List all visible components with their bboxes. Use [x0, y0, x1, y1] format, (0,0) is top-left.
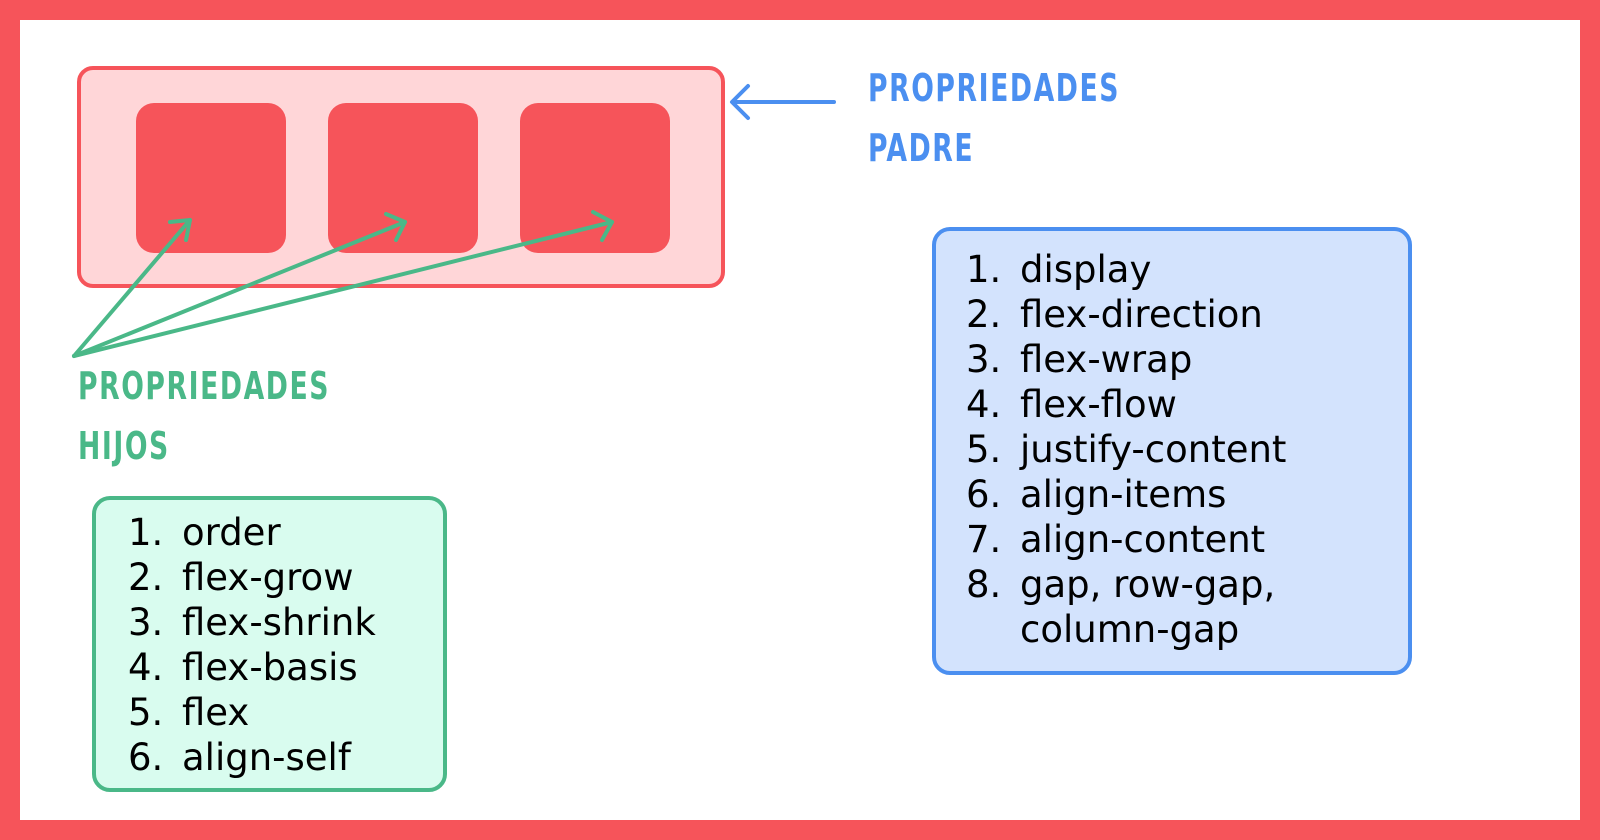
flex-child-box-3	[520, 103, 670, 253]
hijos-label-line2: HIJOS	[78, 424, 170, 468]
list-item-text: align-items	[1020, 473, 1227, 516]
list-item-text: flex-basis	[182, 646, 358, 689]
list-item: 4. flex-basis	[128, 645, 443, 690]
list-item-text: flex-direction	[1020, 293, 1263, 336]
list-item: 3. flex-wrap	[966, 337, 1408, 382]
list-item: 4. flex-flow	[966, 382, 1408, 427]
hijos-label-line1: PROPRIEDADES	[78, 364, 331, 408]
list-item: 6. align-items	[966, 472, 1408, 517]
list-item-number: 3.	[966, 338, 1002, 381]
list-item: 2. flex-grow	[128, 555, 443, 600]
list-item-number: 5.	[128, 691, 164, 734]
list-item: 7. align-content	[966, 517, 1408, 562]
list-item-number: 4.	[128, 646, 164, 689]
list-item-text: align-self	[182, 736, 351, 779]
list-item: 8. gap, row-gap, column-gap	[966, 562, 1408, 652]
list-item-number: 4.	[966, 383, 1002, 426]
list-item-text: display	[1020, 248, 1152, 291]
list-item: 2. flex-direction	[966, 292, 1408, 337]
hijos-properties-list: 1. order 2. flex-grow 3. flex-shrink 4. flex…	[92, 496, 447, 792]
list-item-number: 2.	[966, 293, 1002, 336]
list-item-number: 5.	[966, 428, 1002, 471]
list-item-text: flex	[182, 691, 250, 734]
list-item-number: 8.	[966, 563, 1002, 606]
padre-label-line1: PROPRIEDADES	[868, 66, 1121, 110]
padre-properties-label: PROPRIEDADES PADRE	[868, 58, 1120, 178]
list-item-text: flex-wrap	[1020, 338, 1193, 381]
list-item-number: 6.	[966, 473, 1002, 516]
hijos-properties-label: PROPRIEDADES HIJOS	[78, 356, 330, 476]
list-item-number: 7.	[966, 518, 1002, 561]
list-item-number: 6.	[128, 736, 164, 779]
list-item: 1. display	[966, 247, 1408, 292]
list-item-text: order	[182, 511, 281, 554]
list-item-text: justify-content	[1020, 428, 1287, 471]
flex-child-box-2	[328, 103, 478, 253]
list-item-text: gap, row-gap, column-gap	[1020, 563, 1276, 651]
list-item-text: flex-grow	[182, 556, 354, 599]
list-item: 5. justify-content	[966, 427, 1408, 472]
list-item: 6. align-self	[128, 735, 443, 780]
padre-properties-list: 1. display 2. flex-direction 3. flex-wrap 4…	[932, 227, 1412, 675]
list-item-text: align-content	[1020, 518, 1266, 561]
list-item-number: 3.	[128, 601, 164, 644]
list-item: 3. flex-shrink	[128, 600, 443, 645]
list-item: 5. flex	[128, 690, 443, 735]
list-item-number: 1.	[128, 511, 164, 554]
list-item: 1. order	[128, 510, 443, 555]
flex-child-box-1	[136, 103, 286, 253]
list-item-number: 1.	[966, 248, 1002, 291]
list-item-text: flex-flow	[1020, 383, 1177, 426]
list-item-text: flex-shrink	[182, 601, 376, 644]
list-item-number: 2.	[128, 556, 164, 599]
padre-label-line2: PADRE	[868, 126, 975, 170]
